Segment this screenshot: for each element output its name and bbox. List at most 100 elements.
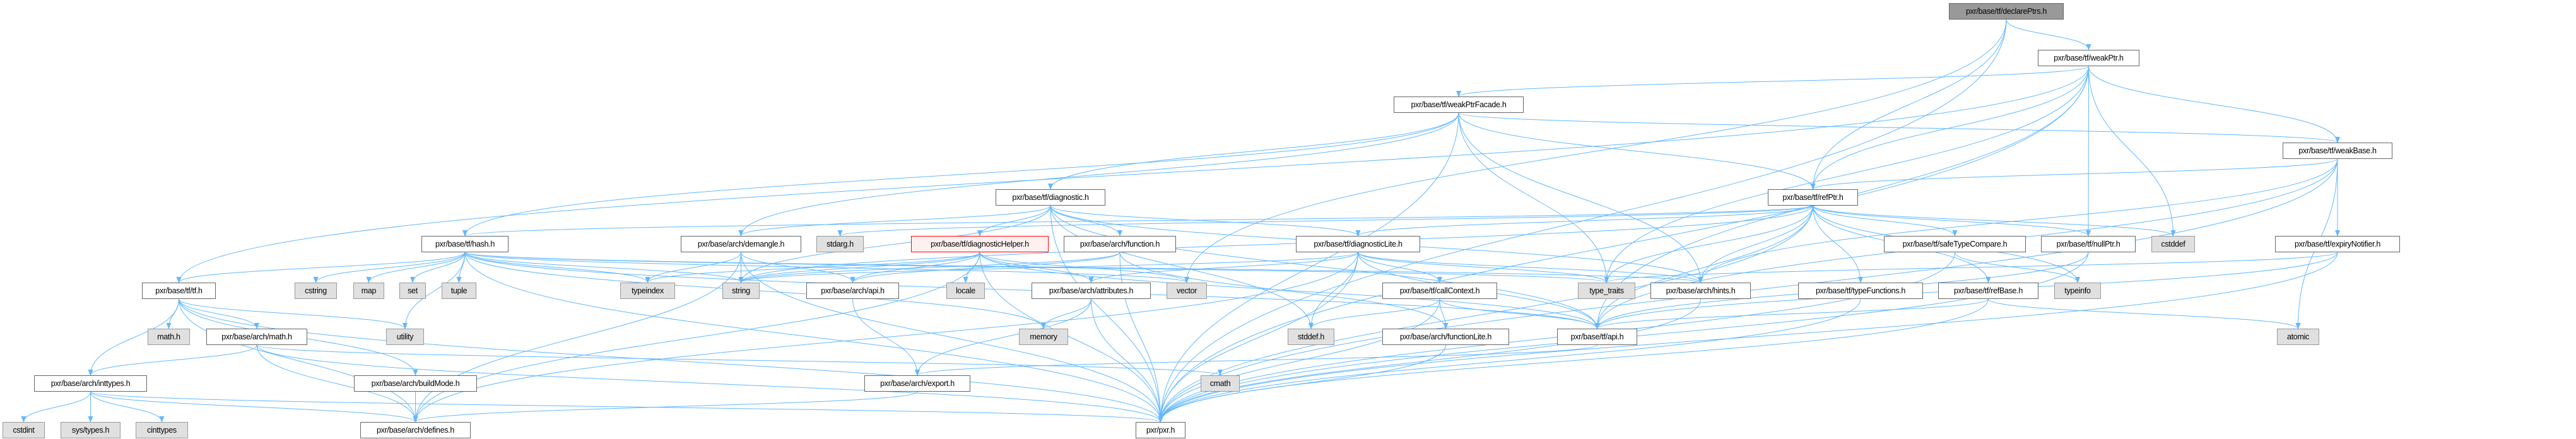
edge-hash-to-vector <box>464 252 1189 283</box>
edge-functionLite-to-pxr <box>1158 344 1446 423</box>
node-function-lite[interactable]: pxr/base/arch/functionLite.h <box>1382 329 1509 345</box>
node-function[interactable]: pxr/base/arch/function.h <box>1064 236 1176 252</box>
edge-weakPtr-to-weakBase <box>2088 66 2340 143</box>
edge-tf-to-utility <box>179 298 408 329</box>
edge-demangle-to-archApi <box>741 252 856 283</box>
node-export[interactable]: pxr/base/arch/export.h <box>864 375 970 392</box>
node-null-ptr[interactable]: pxr/base/tf/nullPtr.h <box>2041 236 2136 252</box>
edge-archApi-to-export <box>852 298 920 376</box>
edge-inttypes-to-cinttypes <box>90 391 165 423</box>
node-declare-ptrs[interactable]: pxr/base/tf/declarePtrs.h <box>1949 3 2064 20</box>
node-vector: vector <box>1167 283 1207 299</box>
edge-callContext-to-pxr <box>1158 298 1440 423</box>
edge-refPtr-to-diagnosticLite <box>1355 205 1813 237</box>
edge-hash-to-typeindex <box>464 252 650 283</box>
node-ref-ptr[interactable]: pxr/base/tf/refPtr.h <box>1768 189 1858 206</box>
node-utility: utility <box>386 329 424 345</box>
edge-weakPtr-to-weakPtrFacade <box>1456 66 2089 97</box>
node-tf-api[interactable]: pxr/base/tf/api.h <box>1557 329 1637 345</box>
node-diagnostic-lite[interactable]: pxr/base/tf/diagnosticLite.h <box>1296 236 1420 252</box>
node-call-context[interactable]: pxr/base/tf/callContext.h <box>1382 283 1497 299</box>
edge-tf-to-inttypes <box>88 298 179 376</box>
edge-callContext-to-stddef <box>1309 298 1440 329</box>
node-diagnostic-helper[interactable]: pxr/base/tf/diagnosticHelper.h <box>911 236 1049 252</box>
node-cstring: cstring <box>295 283 337 299</box>
edge-weakPtrFacade-to-hints <box>1458 112 1703 283</box>
edge-tf-to-defines <box>179 298 418 423</box>
edge-tfApi-to-export <box>915 344 1597 376</box>
node-mathh: math.h <box>148 329 190 345</box>
edge-weakPtr-to-type_traits <box>1604 66 2089 283</box>
edge-diagnostic-to-tfApi <box>1050 205 1600 329</box>
edge-refPtr-to-tfApi <box>1594 205 1813 329</box>
edge-diagnosticHelper-to-archApi <box>850 252 980 283</box>
edge-inttypes-to-pxr <box>90 391 1163 423</box>
edge-refBase-to-atomic <box>1988 298 2301 329</box>
node-hash[interactable]: pxr/base/tf/hash.h <box>421 236 509 252</box>
node-cinttypes: cinttypes <box>136 422 188 438</box>
edge-typeFunctions-to-pxr <box>1158 298 1861 423</box>
edge-diagnosticLite-to-pxr <box>1158 252 1358 423</box>
node-diagnostic[interactable]: pxr/base/tf/diagnostic.h <box>996 189 1105 206</box>
edge-refBase-to-pxr <box>1158 298 1989 423</box>
edge-attributes-to-memory <box>1041 298 1091 329</box>
node-arch-math[interactable]: pxr/base/arch/math.h <box>206 329 307 345</box>
node-tf[interactable]: pxr/base/tf/tf.h <box>142 283 216 299</box>
edge-diagnosticLite-to-callContext <box>1358 252 1442 283</box>
node-expiry-notifier[interactable]: pxr/base/tf/expiryNotifier.h <box>2275 236 2400 252</box>
edge-diagnosticLite-to-stddef <box>1309 252 1358 329</box>
edge-diagnostic-to-function <box>1050 205 1122 237</box>
edge-expiryNotifier-to-type_traits <box>1604 252 2338 283</box>
edge-function-to-archApi <box>850 252 1120 283</box>
node-demangle[interactable]: pxr/base/arch/demangle.h <box>681 236 801 252</box>
edge-weakBase-to-refPtr <box>1810 158 2338 190</box>
node-set: set <box>399 283 426 299</box>
node-attributes[interactable]: pxr/base/arch/attributes.h <box>1032 283 1151 299</box>
edge-function-to-functionLite <box>1119 252 1449 329</box>
edge-demangle-to-pxr <box>741 252 1163 423</box>
edge-weakPtr-to-cstddef <box>2088 66 2176 237</box>
node-inttypes[interactable]: pxr/base/arch/inttypes.h <box>34 375 147 392</box>
edge-weakPtrFacade-to-refPtr <box>1458 112 1816 190</box>
edge-refPtr-to-typeFunctions <box>1813 205 1863 283</box>
edge-diagnostic-to-diagnosticLite <box>1050 205 1361 237</box>
edge-refPtr-to-hash <box>462 205 1813 237</box>
edge-weakPtrFacade-to-hash <box>462 112 1459 237</box>
node-type-functions[interactable]: pxr/base/tf/typeFunctions.h <box>1798 283 1923 299</box>
node-typeindex: typeindex <box>620 283 675 299</box>
edge-refPtr-to-pxr <box>1158 205 1813 423</box>
node-pxr[interactable]: pxr/pxr.h <box>1136 422 1185 438</box>
node-ref-base[interactable]: pxr/base/tf/refBase.h <box>1938 283 2038 299</box>
edge-archMath-to-cmath <box>256 344 1223 376</box>
node-weak-ptr[interactable]: pxr/base/tf/weakPtr.h <box>2038 50 2139 66</box>
edge-refPtr-to-type_traits <box>1604 205 1813 283</box>
edge-hash-to-cstring <box>313 252 466 283</box>
edge-diagnostic-to-pxr <box>1050 205 1163 423</box>
node-tuple: tuple <box>442 283 476 299</box>
node-memory: memory <box>1019 329 1068 345</box>
node-cmath: cmath <box>1201 375 1240 392</box>
edge-weakPtr-to-nullPtr <box>2086 66 2091 237</box>
node-map: map <box>353 283 384 299</box>
edge-declarePtrs-to-vector <box>1184 19 2007 283</box>
node-arch-api[interactable]: pxr/base/arch/api.h <box>806 283 899 299</box>
node-weak-base[interactable]: pxr/base/tf/weakBase.h <box>2283 143 2392 159</box>
edge-hash-to-hints <box>464 252 1703 283</box>
edge-callContext-to-tfApi <box>1439 298 1600 329</box>
node-systypes: sys/types.h <box>61 422 121 438</box>
node-weak-ptr-facade[interactable]: pxr/base/tf/weakPtrFacade.h <box>1394 97 1524 113</box>
edge-archMath-to-inttypes <box>88 344 257 376</box>
edge-diagnosticHelper-to-string <box>738 252 980 283</box>
node-cstdint: cstdint <box>3 422 45 438</box>
node-safe-type-compare[interactable]: pxr/base/tf/safeTypeCompare.h <box>1884 236 2026 252</box>
edge-diagnosticLite-to-type_traits <box>1358 252 1609 283</box>
edge-diagnosticLite-to-hints <box>1358 252 1703 283</box>
node-hints[interactable]: pxr/base/arch/hints.h <box>1650 283 1751 299</box>
node-build-mode[interactable]: pxr/base/arch/buildMode.h <box>354 375 477 392</box>
node-defines[interactable]: pxr/base/arch/defines.h <box>360 422 471 438</box>
edge-weakPtr-to-refPtr <box>1810 66 2089 190</box>
edge-declarePtrs-to-weakPtr <box>2006 19 2091 50</box>
edge-refBase-to-tfApi <box>1594 298 1989 329</box>
